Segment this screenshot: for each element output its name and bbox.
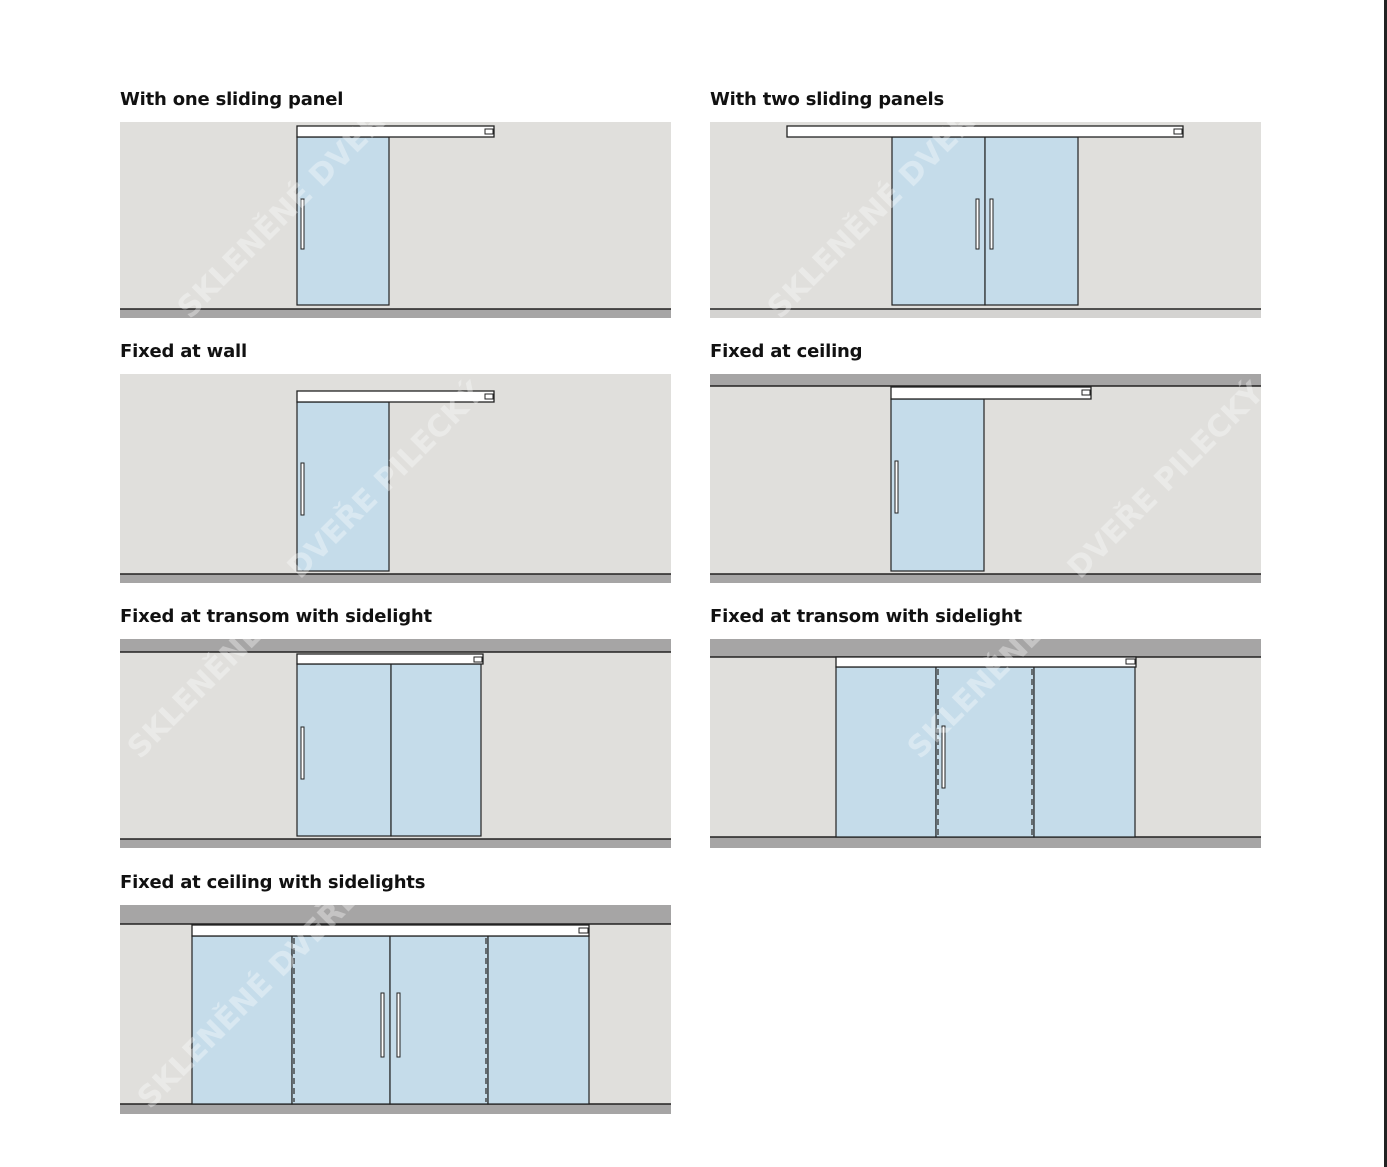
floor xyxy=(120,1104,671,1114)
diagram-two-sliding-panels xyxy=(710,122,1261,318)
door-handle xyxy=(300,462,305,516)
fixed-sidelight-right xyxy=(487,935,590,1105)
sliding-track xyxy=(296,653,484,665)
sliding-track xyxy=(786,125,1184,138)
floor xyxy=(120,309,671,318)
sliding-glass-panel xyxy=(296,401,390,572)
wall xyxy=(710,374,1261,583)
ceiling xyxy=(120,639,671,652)
wall xyxy=(120,374,671,583)
door-handle xyxy=(300,726,305,780)
diagram-title-one-sliding-panel: With one sliding panel xyxy=(120,89,344,110)
sliding-track xyxy=(835,656,1137,668)
floor xyxy=(710,837,1261,848)
door-handle xyxy=(975,198,980,250)
ceiling xyxy=(710,639,1261,657)
diagram-title-transom-sidelight-b: Fixed at transom with sidelight xyxy=(710,606,1022,627)
sliding-glass-panel xyxy=(296,136,390,306)
door-handle xyxy=(300,198,305,250)
sliding-track xyxy=(890,386,1092,400)
sliding-track xyxy=(296,390,495,403)
ceiling xyxy=(120,905,671,924)
sliding-glass-panel xyxy=(890,398,985,572)
sliding-glass-panel xyxy=(296,663,392,837)
diagram-title-two-sliding-panels: With two sliding panels xyxy=(710,89,944,110)
diagram-transom-sidelight-b xyxy=(710,639,1261,848)
diagram-title-fixed-at-ceiling: Fixed at ceiling xyxy=(710,341,863,362)
page-edge-line xyxy=(1384,0,1387,1167)
floor xyxy=(710,574,1261,583)
door-handle xyxy=(989,198,994,250)
wall xyxy=(120,122,671,318)
diagram-title-ceiling-sidelights: Fixed at ceiling with sidelights xyxy=(120,872,426,893)
diagram-fixed-at-ceiling xyxy=(710,374,1261,583)
diagram-one-sliding-panel xyxy=(120,122,671,318)
diagram-title-transom-sidelight-a: Fixed at transom with sidelight xyxy=(120,606,432,627)
ceiling xyxy=(710,374,1261,386)
diagram-title-fixed-at-wall: Fixed at wall xyxy=(120,341,247,362)
door-handle xyxy=(941,725,946,789)
sliding-glass-panel xyxy=(935,666,1035,838)
sliding-glass-panel-right xyxy=(389,935,489,1105)
fixed-sidelight-left xyxy=(835,666,937,838)
door-handle xyxy=(380,992,385,1058)
sliding-glass-panel-left xyxy=(291,935,391,1105)
floor xyxy=(120,574,671,583)
fixed-sidelight xyxy=(390,663,482,837)
fixed-sidelight-right xyxy=(1033,666,1136,838)
sliding-track xyxy=(191,924,590,937)
floor xyxy=(120,839,671,848)
sliding-glass-panel-right xyxy=(984,136,1079,306)
diagram-ceiling-sidelights xyxy=(120,905,671,1114)
sliding-track xyxy=(296,125,495,138)
door-handle xyxy=(894,460,899,514)
floor xyxy=(710,309,1261,318)
door-handle xyxy=(396,992,401,1058)
diagram-transom-sidelight-a xyxy=(120,639,671,848)
diagram-fixed-at-wall xyxy=(120,374,671,583)
